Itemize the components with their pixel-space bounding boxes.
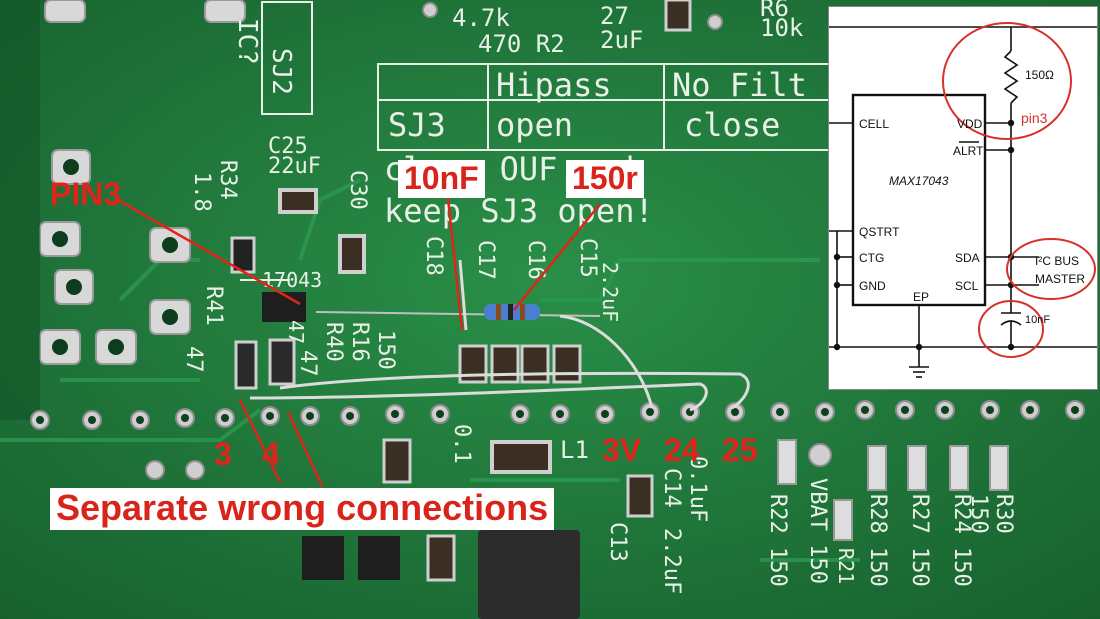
schematic-inset: 150Ω pin3 MAX17043 CELL VDD ALRT QSTRT C… <box>828 6 1098 390</box>
schem-scl: SCL <box>955 279 979 293</box>
note-line2: keep SJ3 open! <box>384 192 654 230</box>
pin-3v-label: 3V <box>602 432 642 468</box>
schem-vdd: VDD <box>957 117 983 131</box>
pin-4-label: 4 <box>262 436 280 472</box>
schem-cell: CELL <box>859 117 889 131</box>
pin-25-label: 25 <box>722 432 758 468</box>
schem-i2c-bus: I²C BUS <box>1035 254 1079 268</box>
l1-label: L1 <box>560 436 589 464</box>
smd-components <box>230 0 1009 619</box>
pin-24-label: 24 <box>664 432 700 468</box>
schem-master: MASTER <box>1035 272 1085 286</box>
schem-sda: SDA <box>955 251 980 265</box>
sj3-label: SJ3 <box>388 106 446 144</box>
schem-alrt: ALRT <box>953 144 984 158</box>
pin3-label: PIN3 <box>50 176 122 212</box>
schematic-diagram: 150Ω pin3 MAX17043 CELL VDD ALRT QSTRT C… <box>829 22 1097 378</box>
schem-ep: EP <box>913 290 929 304</box>
schem-ctg: CTG <box>859 251 884 265</box>
schem-gnd: GND <box>859 279 886 293</box>
r2-line: 470 R2 <box>478 30 565 58</box>
cap-10nf-label: 10nF <box>398 160 485 198</box>
schem-chip-label: MAX17043 <box>889 174 949 188</box>
axial-resistor <box>315 304 601 320</box>
r2-values: 4.7k <box>452 4 510 32</box>
schem-cap-label: 10nF <box>1025 314 1050 326</box>
c25-label: C25 <box>268 134 308 159</box>
c2uf-label: 2uF <box>600 26 644 54</box>
r6-value: 10k <box>760 14 804 42</box>
schem-pin3-label: pin3 <box>1021 110 1048 126</box>
separate-connections-label: Separate wrong connections <box>50 488 555 530</box>
hipass-open: open <box>496 106 574 144</box>
schem-resistor-label: 150Ω <box>1025 68 1054 82</box>
c25-value: 22uF <box>268 154 321 179</box>
schem-qstrt: QSTRT <box>859 225 900 239</box>
hipass-label: Hipass <box>496 66 612 104</box>
nofilt-label: No Filt <box>672 66 807 104</box>
res-150r-label: 150r <box>566 160 644 198</box>
r6-label: R6 <box>760 0 789 22</box>
jumper-wires <box>249 259 750 412</box>
pin-3-label: 3 <box>214 436 232 472</box>
left-header-pads <box>39 0 246 365</box>
nofilt-close: close <box>684 106 781 144</box>
c27-label: 27 <box>600 2 629 30</box>
